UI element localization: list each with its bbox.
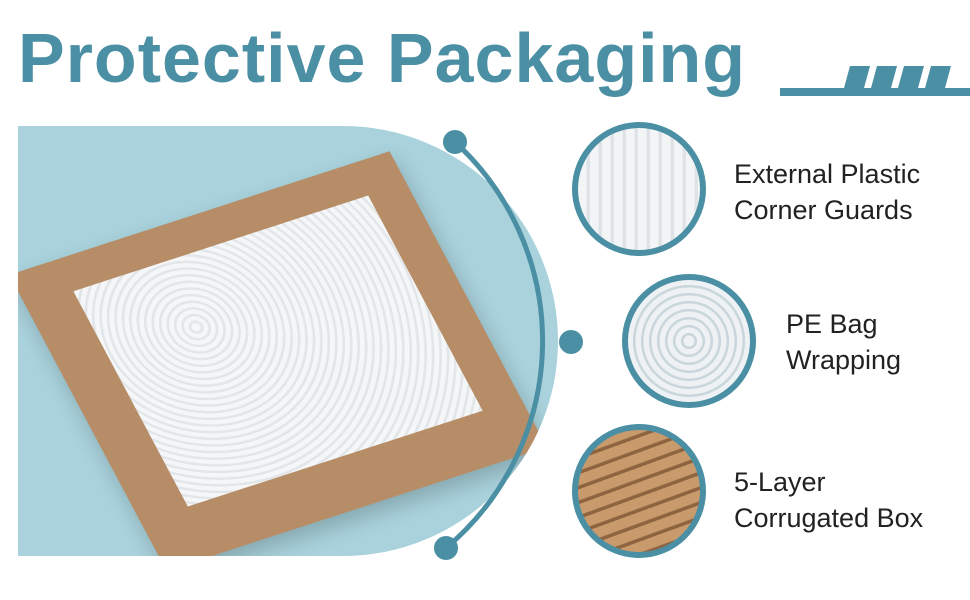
feature-label-pe-bag: PE Bag Wrapping (786, 306, 901, 378)
corner-guards-image (572, 122, 706, 256)
decorative-stripes (780, 66, 970, 96)
feature-line: 5-Layer (734, 467, 826, 497)
pe-bag-image (622, 274, 756, 408)
feature-label-corrugated-box: 5-Layer Corrugated Box (734, 464, 923, 536)
feature-label-corner-guards: External Plastic Corner Guards (734, 156, 920, 228)
feature-line: PE Bag (786, 309, 878, 339)
page-title: Protective Packaging (18, 19, 747, 97)
feature-line: Wrapping (786, 345, 902, 375)
product-packaging-photo (18, 126, 558, 556)
feature-line: Corrugated Box (734, 503, 924, 533)
feature-line: External Plastic (734, 159, 921, 189)
corrugated-box-image (572, 424, 706, 558)
feature-line: Corner Guards (734, 195, 913, 225)
